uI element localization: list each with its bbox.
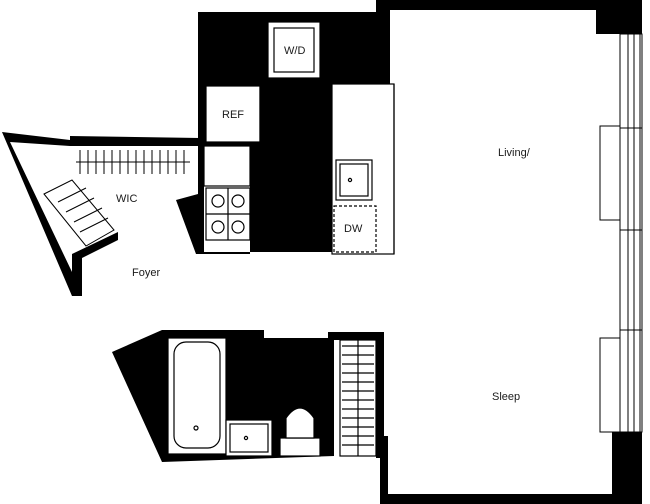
- wall-wic-angled: [2, 132, 82, 296]
- room-label-sleep: Sleep: [492, 391, 520, 403]
- bath-sink: [225, 419, 273, 457]
- kitchen-sink: [335, 159, 373, 201]
- wall-top-living: [380, 0, 642, 10]
- labels: WIC Foyer Living/ Sleep W/D REF DW: [116, 45, 531, 403]
- fixture-label-wd: W/D: [284, 45, 305, 57]
- room-label-wic: WIC: [116, 193, 137, 205]
- kitchen: [203, 21, 395, 255]
- wic-shelving: [43, 150, 190, 247]
- dishwasher: [333, 205, 377, 253]
- fixture-label-dw: DW: [344, 223, 363, 235]
- burner-icon: [211, 220, 225, 234]
- wall-wic-top: [70, 136, 200, 146]
- washer-dryer: [267, 21, 321, 79]
- fixture-label-ref: REF: [222, 109, 244, 121]
- window-frame: [619, 33, 643, 433]
- bathtub: [167, 337, 227, 455]
- wall-kitchen-left: [176, 84, 250, 254]
- burner-icon: [231, 194, 245, 208]
- room-label-foyer: Foyer: [132, 267, 160, 279]
- radiator-lower: [599, 337, 621, 433]
- room-label-living: Living/: [498, 147, 531, 159]
- burner-icon: [231, 220, 245, 234]
- wall-corner-bottom-right: [612, 432, 642, 504]
- refrigerator: [205, 85, 261, 143]
- bath-floor-dark: [226, 338, 328, 420]
- wall-foyer-stub: [72, 232, 118, 296]
- bathroom: [167, 337, 377, 457]
- wall-left-sleep-stub: [380, 436, 388, 496]
- wall-kitchen-core: [198, 0, 390, 252]
- wall-corner-top-right: [596, 0, 642, 34]
- burner-icon: [211, 194, 225, 208]
- wall-bottom-sleep: [380, 494, 642, 504]
- radiator-upper: [599, 125, 621, 221]
- window-wall: [599, 33, 643, 433]
- toilet-tank: [279, 437, 321, 457]
- counter-left: [203, 145, 251, 187]
- toilet-bowl: [285, 407, 315, 439]
